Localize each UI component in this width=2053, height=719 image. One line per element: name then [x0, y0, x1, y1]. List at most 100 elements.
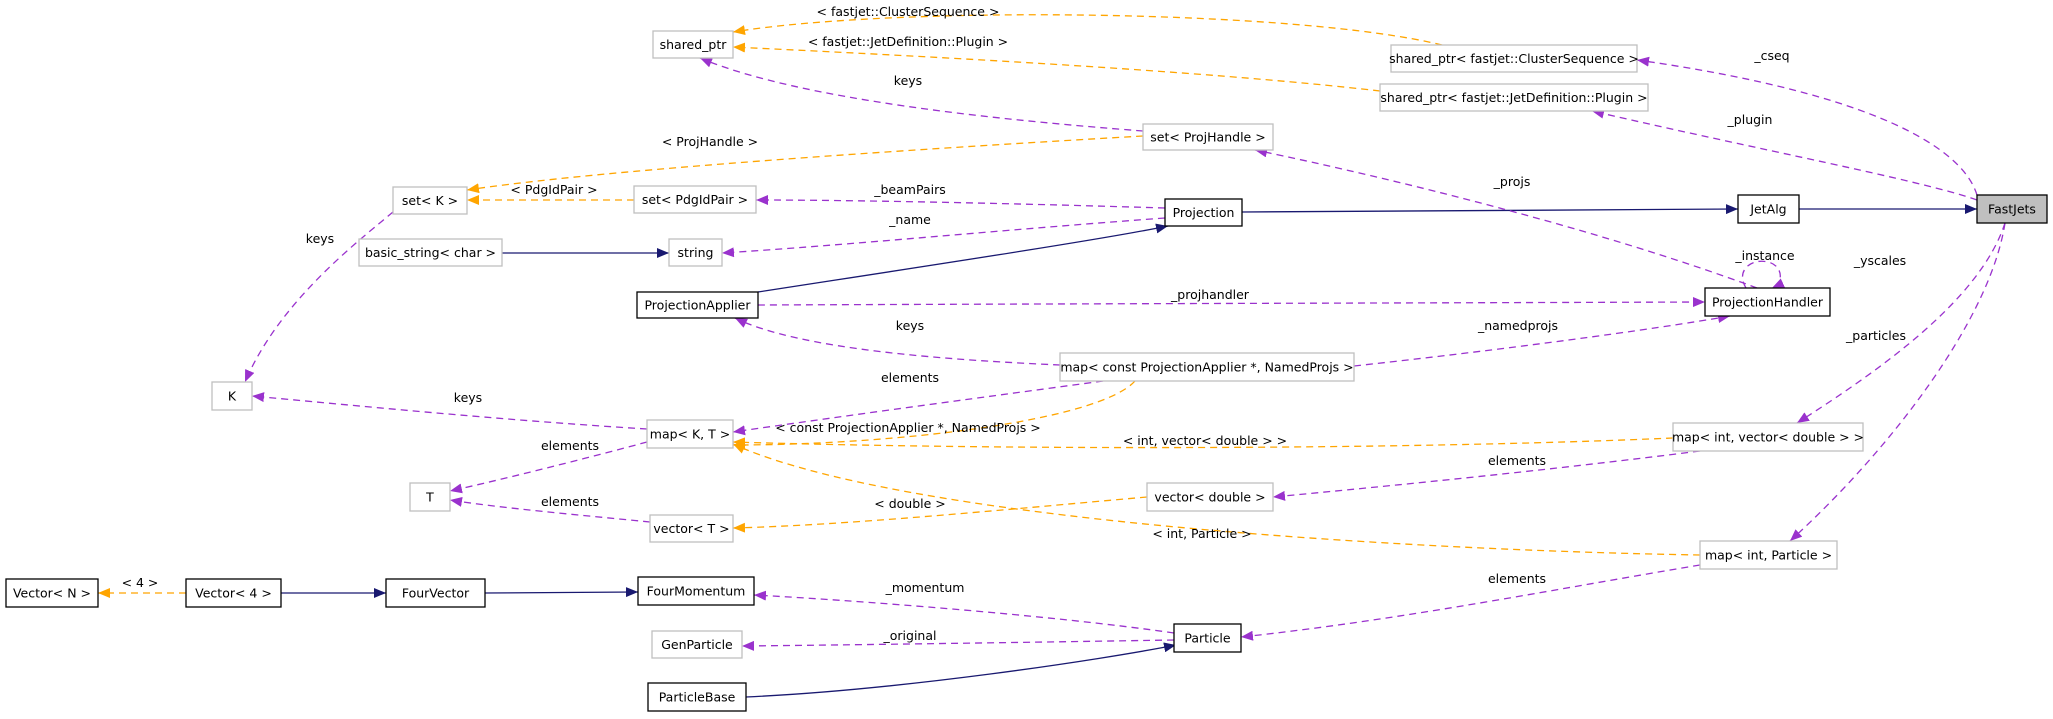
edge-usage-map-cpa-to-projectionhandler: _namedprojs	[1353, 313, 1731, 367]
class-node-label: string	[678, 245, 714, 260]
class-node-projection[interactable]: Projection	[1164, 198, 1243, 227]
class-node-box	[1699, 540, 1838, 570]
edge-usage-set-pdgid-to-projection: _beamPairs	[755, 182, 1166, 209]
edge-usage-projectionapplier-to-map-cpa: keys	[734, 317, 1061, 366]
class-node-label: map< int, vector< double > >	[1672, 430, 1864, 445]
edge-label: _original	[883, 628, 937, 643]
class-node-label: ProjectionHandler	[1712, 295, 1824, 310]
edge-usage-t-to-mapkt: elements	[449, 438, 648, 494]
edge-usage-k-to-mapkt: keys	[251, 390, 648, 430]
edge-line	[721, 217, 1166, 258]
edge-label: keys	[896, 318, 924, 333]
edge-usage-sp-cluster-to-fastjets: _cseq	[1636, 48, 1978, 196]
edge-label: < fastjet::ClusterSequence >	[817, 4, 1000, 19]
edge-line	[753, 590, 1175, 634]
edge-line	[1789, 222, 2006, 542]
class-node-setk: set< K >	[392, 186, 468, 215]
class-node-label: GenParticle	[661, 637, 733, 652]
class-node-label: FastJets	[1988, 202, 2036, 217]
edge-label: _projs	[1493, 174, 1531, 189]
class-node-particle[interactable]: Particle	[1173, 623, 1242, 653]
class-node-box	[649, 514, 734, 543]
edge-usage-t-to-vectort: elements	[449, 494, 651, 523]
edge-usage-projectionhandler-to-projectionhandler: _instance	[1734, 248, 1795, 289]
class-node-set-pdgid: set< PdgIdPair >	[633, 185, 757, 214]
edge-line	[1240, 564, 1701, 641]
edge-inheritance-fourvector-to-fourmomentum	[484, 587, 639, 598]
class-node-label: set< PdgIdPair >	[642, 192, 748, 207]
class-node-label: shared_ptr< fastjet::JetDefinition::Plug…	[1380, 90, 1647, 105]
class-node-particlebase[interactable]: ParticleBase	[647, 682, 747, 712]
class-node-label: vector< double >	[1154, 490, 1265, 505]
class-node-label: T	[425, 490, 434, 505]
edge-template-setk-to-set-projhandle: < ProjHandle >	[466, 134, 1144, 194]
class-node-box	[1059, 352, 1355, 382]
class-node-vectorn[interactable]: Vector< N >	[5, 578, 99, 608]
edge-label: elements	[881, 370, 939, 385]
edge-usage-fourmomentum-to-particle: _momentum	[753, 580, 1175, 634]
edge-line	[757, 223, 1169, 293]
class-node-vector4[interactable]: Vector< 4 >	[185, 578, 282, 608]
edge-template-mapkt-to-map-cpa: < const ProjectionApplier *, NamedProjs …	[732, 380, 1136, 450]
edge-usage-vector-double-to-map-ivd: elements	[1272, 450, 1701, 501]
class-node-label: JetAlg	[1749, 202, 1786, 217]
class-node-box	[1146, 482, 1274, 512]
class-node-box	[1390, 44, 1638, 73]
class-node-set-projhandle: set< ProjHandle >	[1142, 123, 1274, 151]
class-node-box	[646, 419, 734, 449]
class-node-fourvector[interactable]: FourVector	[385, 578, 486, 608]
class-node-shared-ptr: shared_ptr	[652, 30, 734, 59]
class-node-box	[1737, 194, 1800, 224]
class-node-label: FourVector	[402, 586, 470, 601]
edge-line	[732, 443, 1701, 556]
class-node-jetalg[interactable]: JetAlg	[1737, 194, 1800, 224]
class-node-sp-cluster: shared_ptr< fastjet::ClusterSequence >	[1389, 44, 1639, 73]
edge-label: keys	[306, 231, 334, 246]
edges-layer: _cseq_plugin_yscales_particles_projs_bea…	[98, 4, 2006, 698]
class-node-label: ParticleBase	[659, 690, 736, 705]
edge-line	[1241, 204, 1739, 215]
class-node-fourmomentum[interactable]: FourMomentum	[637, 576, 755, 606]
class-node-label: Particle	[1184, 631, 1230, 646]
class-node-label: basic_string< char >	[365, 245, 496, 260]
edge-usage-sp-plugin-to-fastjets: _plugin	[1591, 108, 1978, 201]
class-node-label: Projection	[1173, 205, 1235, 220]
edge-label: < int, vector< double > >	[1123, 433, 1287, 448]
class-node-box	[1142, 123, 1274, 151]
edge-template-vectorn-to-vector4: < 4 >	[98, 575, 186, 598]
edge-line	[732, 14, 1443, 46]
edge-line	[732, 437, 1674, 449]
class-node-box	[211, 381, 253, 411]
edge-label: < double >	[874, 496, 946, 511]
edge-template-shared-ptr-to-sp-plugin: < fastjet::JetDefinition::Plugin >	[732, 34, 1381, 92]
edge-line	[732, 380, 1136, 450]
class-node-label: map< const ProjectionApplier *, NamedPro…	[1060, 360, 1353, 375]
edge-label: elements	[1488, 453, 1546, 468]
class-node-fastjets[interactable]: FastJets	[1976, 194, 2048, 224]
edge-line	[1254, 147, 1758, 289]
edge-label: _yscales	[1853, 253, 1906, 268]
edge-line	[732, 380, 1104, 436]
edge-usage-mapkt-to-map-cpa: elements	[732, 370, 1104, 436]
class-node-basic-string: basic_string< char >	[358, 238, 503, 267]
nodes-layer: FastJets JetAlg ProjectionProjectionApplie…	[5, 30, 2048, 712]
edge-line	[1591, 108, 1978, 201]
class-node-map-cpa: map< const ProjectionApplier *, NamedPro…	[1059, 352, 1355, 382]
edge-usage-k-to-setk: keys	[244, 211, 394, 383]
edge-label: _momentum	[885, 580, 965, 595]
class-node-box	[668, 238, 723, 267]
class-node-box	[636, 291, 759, 319]
edge-inheritance-particlebase-to-particle	[745, 642, 1177, 698]
edge-line	[1272, 450, 1701, 501]
edge-label: elements	[541, 494, 599, 509]
edge-line	[1741, 260, 1785, 289]
class-node-box	[1704, 287, 1831, 317]
class-node-projectionapplier[interactable]: ProjectionApplier	[636, 291, 759, 319]
edge-label: elements	[1488, 571, 1546, 586]
class-node-projectionhandler[interactable]: ProjectionHandler	[1704, 287, 1831, 317]
class-node-box	[1672, 422, 1864, 452]
edge-line	[244, 211, 394, 383]
edge-label: < ProjHandle >	[662, 134, 758, 149]
class-node-box	[652, 30, 734, 59]
edge-label: < 4 >	[122, 575, 159, 590]
